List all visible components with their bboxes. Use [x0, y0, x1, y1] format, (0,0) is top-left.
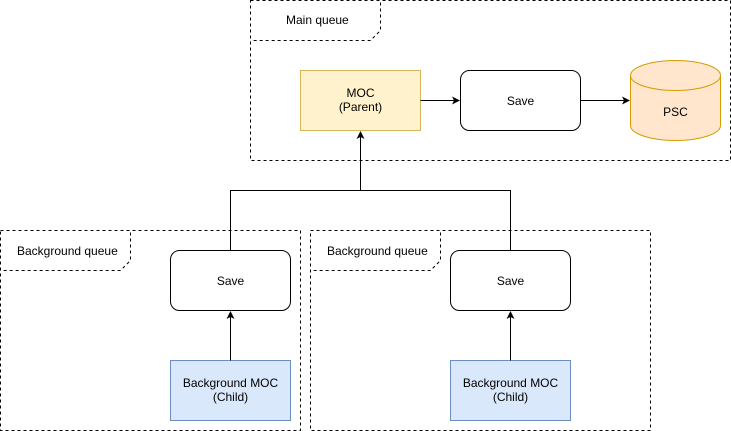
background-queue-label-right: Background queue: [327, 244, 428, 258]
background-moc-child-subtitle-right: (Child): [493, 390, 528, 404]
background-queue-label-tab-right: [310, 230, 441, 271]
main-save-label: Save: [507, 94, 535, 108]
background-queue-label-left: Background queue: [17, 244, 118, 258]
background-queue-label-tab-left: [0, 230, 131, 271]
moc-parent-node[interactable]: MOC (Parent): [300, 70, 421, 131]
background-moc-child-subtitle-left: (Child): [213, 390, 248, 404]
background-save-node-left[interactable]: Save: [170, 250, 291, 311]
main-queue-container: Main queue MOC (Parent) Save PSC: [250, 0, 731, 161]
background-save-label-right: Save: [497, 274, 525, 288]
moc-parent-title: MOC: [347, 86, 375, 100]
background-moc-child-node-right[interactable]: Background MOC (Child): [450, 360, 571, 421]
background-moc-child-title-right: Background MOC: [463, 376, 559, 390]
connector-left-save-to-junction: [230, 190, 361, 251]
connector-right-save-to-junction: [360, 190, 511, 251]
background-queue-container-right: Background queue Save Background MOC (Ch…: [310, 230, 651, 431]
background-moc-child-title-left: Background MOC: [183, 376, 279, 390]
background-save-node-right[interactable]: Save: [450, 250, 571, 311]
main-queue-label: Main queue: [286, 13, 349, 27]
background-moc-child-node-left[interactable]: Background MOC (Child): [170, 360, 291, 421]
background-save-label-left: Save: [217, 274, 245, 288]
main-queue-label-tab: [250, 0, 381, 41]
psc-cylinder-node[interactable]: PSC: [630, 60, 721, 141]
main-save-node[interactable]: Save: [460, 70, 581, 131]
moc-parent-subtitle: (Parent): [339, 100, 382, 114]
psc-label: PSC: [663, 105, 688, 119]
background-queue-container-left: Background queue Save Background MOC (Ch…: [0, 230, 301, 431]
